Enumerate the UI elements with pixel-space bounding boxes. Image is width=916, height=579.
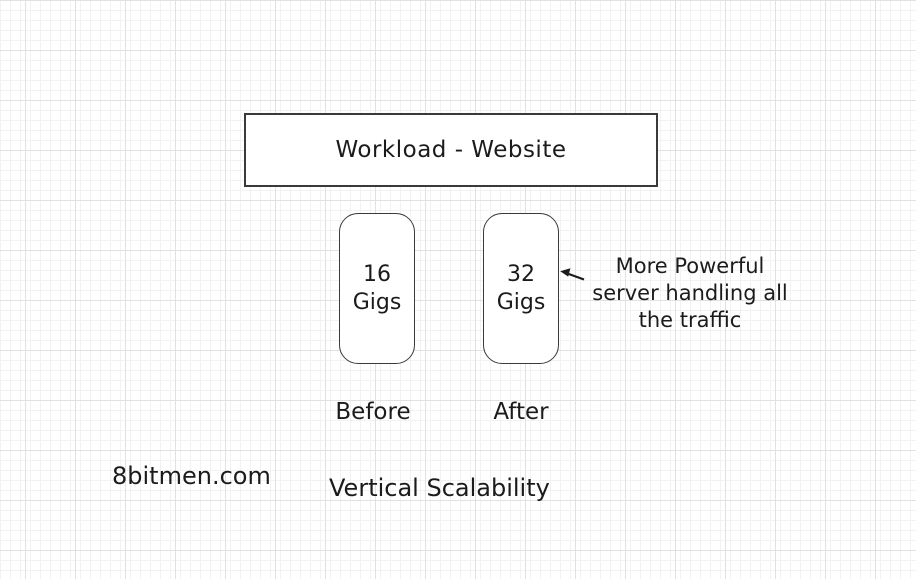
watermark: 8bitmen.com [112,462,271,490]
workload-label: Workload - Website [335,137,567,163]
server-capacity-label-after: 32 Gigs [496,261,546,315]
server-capacity-label-before: 16 Gigs [352,261,402,315]
before-label: Before [335,399,411,425]
annotation-line-1: More Powerful [615,254,765,278]
annotation-line-2: server handling all [592,281,788,305]
left-arrow-icon [560,268,585,281]
server-box-before: 16 Gigs [339,213,415,364]
annotation-text: More Powerful server handling all the tr… [578,253,802,334]
server-box-after: 32 Gigs [483,213,559,364]
after-label: After [493,399,549,425]
annotation-line-3: the traffic [638,308,742,332]
diagram-caption: Vertical Scalability [329,474,550,502]
workload-box: Workload - Website [244,113,658,187]
